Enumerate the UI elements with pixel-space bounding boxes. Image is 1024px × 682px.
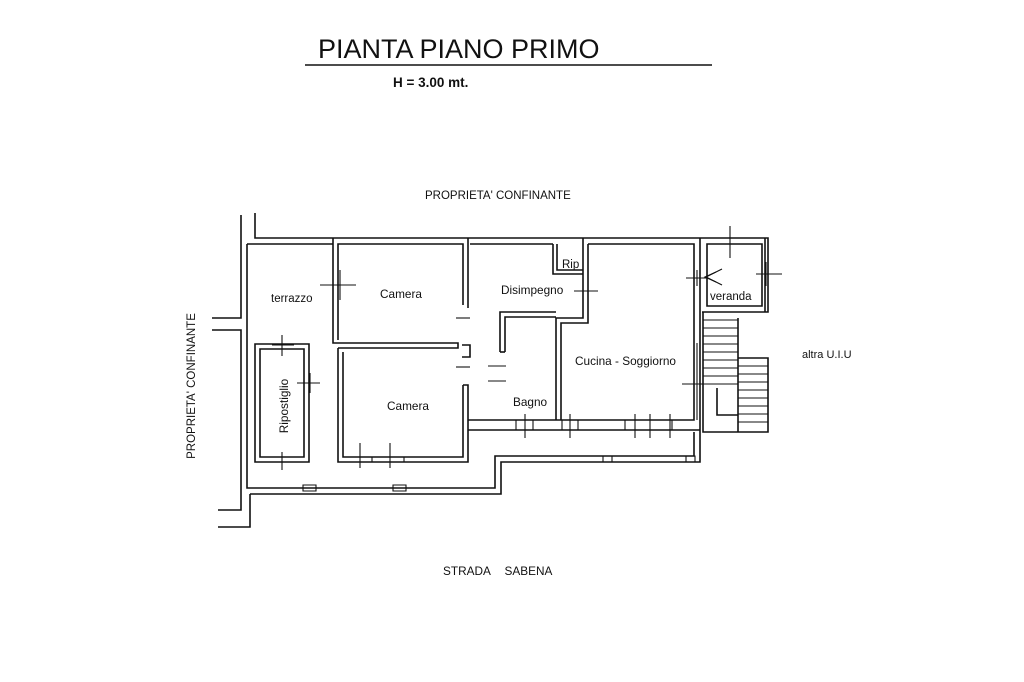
room-label-ripostiglio: Ripostiglio xyxy=(277,378,291,433)
stairs-outline xyxy=(716,388,738,416)
camera-wall xyxy=(332,238,459,349)
veranda-wall xyxy=(702,237,769,313)
room-label-cucina-soggiorno: Cucina - Soggiorno xyxy=(575,354,676,368)
bagno-wall xyxy=(499,311,556,352)
rip-wall xyxy=(552,244,583,275)
bagno-wall xyxy=(504,316,556,352)
opening-symbol xyxy=(686,270,708,286)
property-boundary-line xyxy=(218,494,251,528)
property-boundary-line xyxy=(212,215,242,319)
window xyxy=(302,484,317,492)
veranda-door-arrow xyxy=(704,268,723,286)
ripostiglio-wall xyxy=(259,348,305,458)
opening-symbol xyxy=(297,373,320,393)
opening-symbol xyxy=(756,262,782,286)
rip-wall xyxy=(556,244,583,271)
window xyxy=(685,455,696,463)
stairs-outline xyxy=(702,312,769,433)
plan-title: PIANTA PIANO PRIMO xyxy=(318,34,600,64)
room-label-camera-bottom: Camera xyxy=(387,399,429,413)
room-label-camera-top: Camera xyxy=(380,287,422,301)
veranda-wall xyxy=(706,243,763,307)
window xyxy=(371,456,405,463)
room-label-disimpegno: Disimpegno xyxy=(501,283,564,297)
street-label: STRADA SABENA xyxy=(443,564,552,578)
terrazzo-wall xyxy=(246,244,255,489)
door-jamb xyxy=(462,344,471,358)
boundary-label-top: PROPRIETA' CONFINANTE xyxy=(425,190,571,202)
ceiling-height-note: H = 3.00 mt. xyxy=(393,75,468,90)
property-boundary-line xyxy=(212,329,242,511)
window xyxy=(515,419,534,431)
veranda-door-arrow xyxy=(703,271,717,283)
opening-symbol xyxy=(272,335,294,356)
opening-symbol xyxy=(320,270,356,300)
window xyxy=(624,419,673,431)
opening-symbol xyxy=(359,443,391,468)
camera-wall xyxy=(337,348,469,463)
room-label-rip: Rip xyxy=(562,259,579,271)
window xyxy=(561,419,579,431)
balcony-wall xyxy=(250,430,701,495)
room-label-veranda: veranda xyxy=(710,291,752,303)
room-label-bagno: Bagno xyxy=(513,395,548,409)
ripostiglio-wall xyxy=(254,343,310,463)
boundary-label-left: PROPRIETA' CONFINANTE xyxy=(186,313,198,459)
camera-wall xyxy=(337,243,464,340)
exterior-wall xyxy=(254,213,702,239)
kitchen-wall xyxy=(555,238,584,420)
room-label-terrazzo: terrazzo xyxy=(271,293,313,305)
kitchen-wall xyxy=(560,244,589,420)
window xyxy=(602,455,613,463)
balcony-wall xyxy=(255,432,695,489)
plan-linework xyxy=(212,213,782,528)
window xyxy=(392,484,407,492)
boundary-label-right: altra U.I.U xyxy=(802,349,852,361)
